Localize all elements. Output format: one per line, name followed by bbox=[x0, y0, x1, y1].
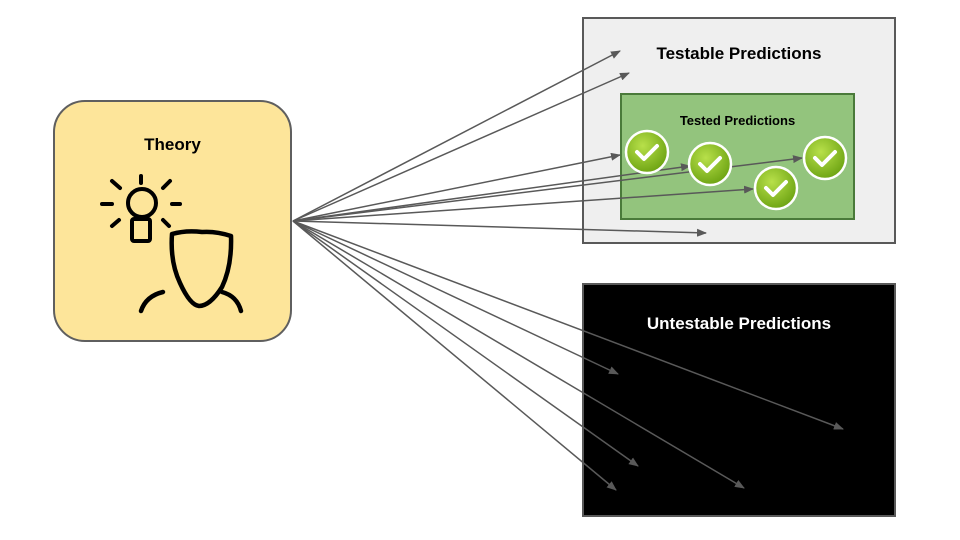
prediction-arrow bbox=[292, 220, 745, 489]
prediction-arrow bbox=[292, 50, 621, 222]
prediction-arrow bbox=[292, 152, 621, 222]
prediction-arrow bbox=[292, 220, 619, 375]
tested-predictions-label: Tested Predictions bbox=[679, 113, 796, 128]
prediction-arrow bbox=[292, 220, 707, 237]
theory-label: Theory bbox=[144, 135, 201, 154]
prediction-arrow bbox=[292, 220, 844, 430]
check-icon bbox=[624, 129, 670, 175]
prediction-arrow bbox=[292, 72, 630, 222]
check-icon bbox=[687, 141, 733, 187]
untestable-predictions-label: Untestable Predictions bbox=[646, 314, 832, 333]
prediction-arrow bbox=[292, 185, 754, 222]
testable-predictions-label: Testable Predictions bbox=[656, 44, 822, 63]
check-icon bbox=[802, 135, 848, 181]
check-icon bbox=[753, 165, 799, 211]
lightbulb-icon bbox=[100, 174, 182, 243]
theory-box bbox=[53, 100, 292, 342]
prediction-arrow bbox=[292, 220, 639, 467]
prediction-arrow bbox=[292, 220, 617, 491]
prediction-arrow bbox=[292, 163, 691, 222]
untestable-predictions-box bbox=[582, 283, 896, 517]
person-icon bbox=[138, 229, 244, 314]
